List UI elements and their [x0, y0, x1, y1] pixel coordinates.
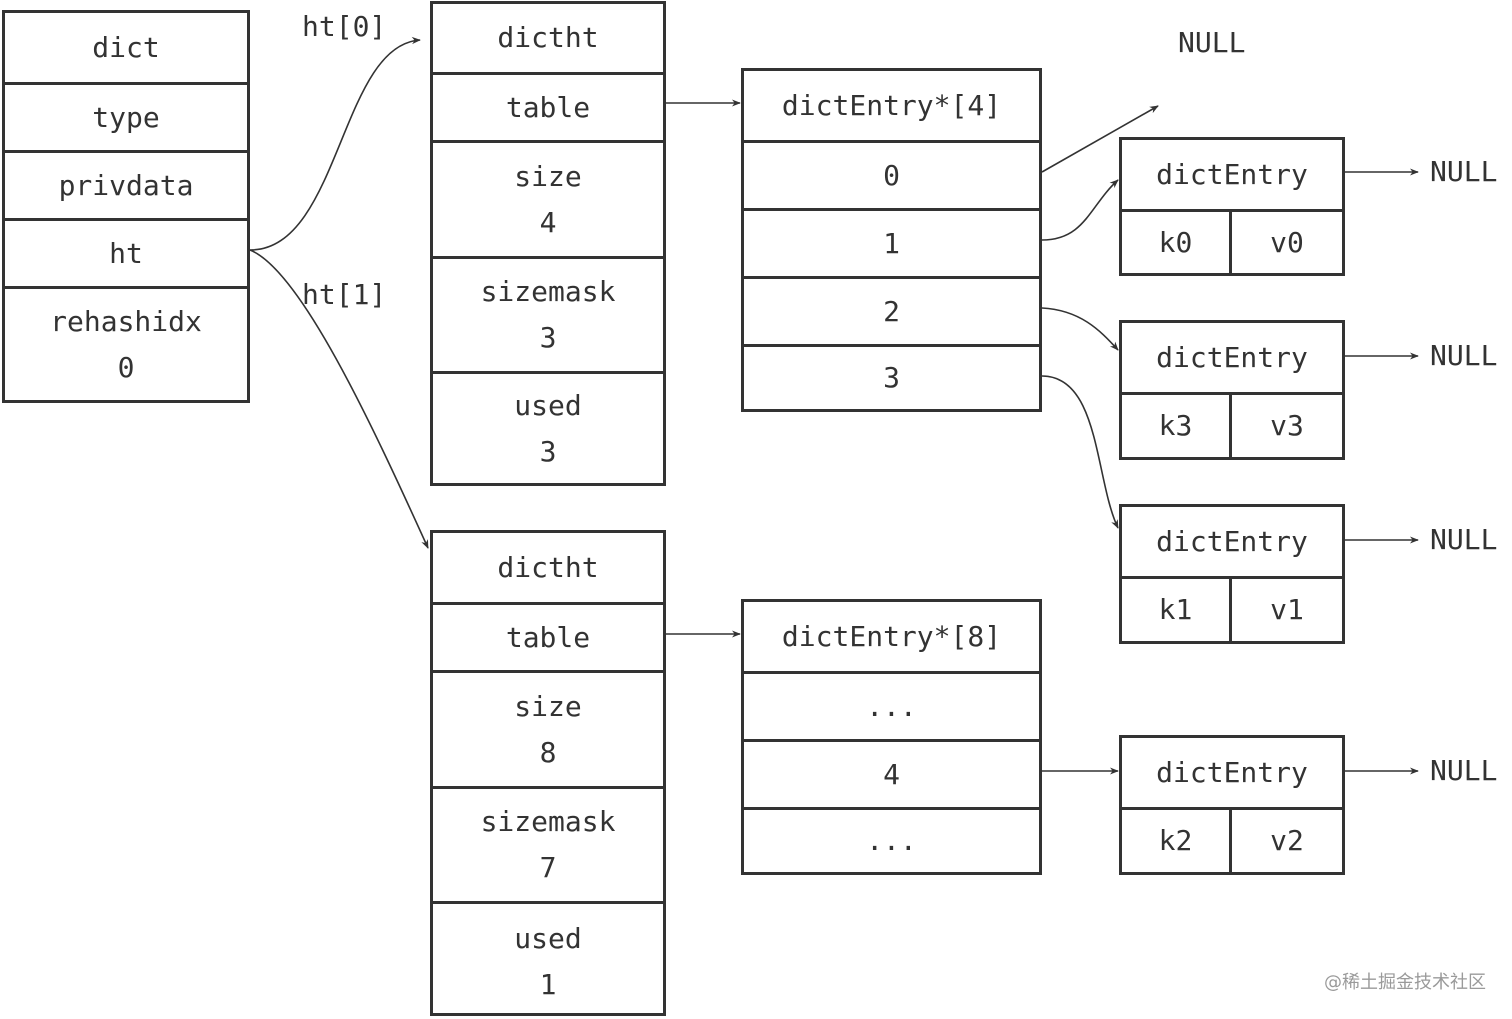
- arrow-slot3: [1041, 375, 1119, 529]
- dict-field-ht: ht: [5, 218, 247, 286]
- ht0-pointer-label: ht[0]: [302, 10, 387, 43]
- dict-entry-value: v2: [1270, 824, 1304, 857]
- entry-array-4-slot-3: 3: [744, 344, 1039, 409]
- dict-entry-value: v0: [1270, 225, 1304, 259]
- dict-field-rehashidx: rehashidx 0: [5, 286, 247, 400]
- dict-entry-title: dictEntry: [1156, 340, 1308, 374]
- rehashidx-value: 0: [117, 350, 135, 384]
- arrow-slot2: [1041, 307, 1119, 351]
- null-label-entry-k0: NULL: [1430, 155, 1498, 188]
- dict-entry-title: dictEntry: [1156, 524, 1308, 558]
- dict-entry-k0: dictEntry k0 v0: [1119, 137, 1345, 276]
- arrow-ht0: [249, 36, 421, 251]
- dict-entry-value: v1: [1270, 593, 1304, 626]
- entry-array-8-slot-4: 4: [744, 739, 1039, 807]
- dictht-1-title: dictht: [497, 550, 599, 584]
- dict-title: dict: [92, 30, 160, 64]
- dict-entry-key: k2: [1122, 810, 1232, 872]
- ht1-pointer-label: ht[1]: [302, 278, 387, 311]
- entry-array-4-title: dictEntry*[4]: [781, 88, 1002, 122]
- dict-entry-title: dictEntry: [1156, 755, 1308, 789]
- dict-struct: dict type privdata ht rehashidx 0: [2, 10, 250, 403]
- entry-array-4: dictEntry*[4] 0 1 2 3: [741, 68, 1042, 412]
- watermark: @稀土掘金技术社区: [1324, 972, 1486, 993]
- dict-entry-key: k3: [1122, 395, 1232, 457]
- dictht-0-title: dictht: [497, 21, 599, 54]
- null-label-entry-k3: NULL: [1430, 339, 1498, 372]
- rehashidx-label: rehashidx: [50, 304, 202, 338]
- dict-entry-key: k1: [1122, 579, 1232, 641]
- arrow-slot0-null: [1041, 105, 1159, 173]
- entry-array-8-title: dictEntry*[8]: [781, 619, 1002, 653]
- null-label-slot0: NULL: [1178, 26, 1246, 59]
- entry-array-4-slot-1: 1: [744, 208, 1039, 276]
- null-label-entry-k2: NULL: [1430, 754, 1498, 787]
- arrow-ht1: [249, 249, 429, 549]
- dict-field-privdata: privdata: [5, 150, 247, 218]
- dictht-0-table: table: [433, 72, 663, 140]
- entry-array-8: dictEntry*[8] ... 4 ...: [741, 599, 1042, 875]
- dict-entry-k1: dictEntry k1 v1: [1119, 504, 1345, 644]
- dictht-1-table: table: [433, 602, 663, 670]
- dict-entry-k3: dictEntry k3 v3: [1119, 320, 1345, 460]
- entry-array-4-slot-0: 0: [744, 140, 1039, 208]
- arrow-slot1: [1041, 179, 1119, 241]
- dict-entry-key: k0: [1122, 212, 1232, 273]
- entry-array-8-slot-ellipsis-top: ...: [744, 671, 1039, 739]
- dict-entry-value: v3: [1270, 409, 1304, 442]
- entry-array-4-slot-2: 2: [744, 276, 1039, 344]
- null-label-entry-k1: NULL: [1430, 523, 1498, 556]
- dict-field-type: type: [5, 82, 247, 150]
- dict-entry-title: dictEntry: [1156, 157, 1308, 191]
- dict-entry-k2: dictEntry k2 v2: [1119, 735, 1345, 875]
- entry-array-8-slot-ellipsis-bottom: ...: [744, 807, 1039, 872]
